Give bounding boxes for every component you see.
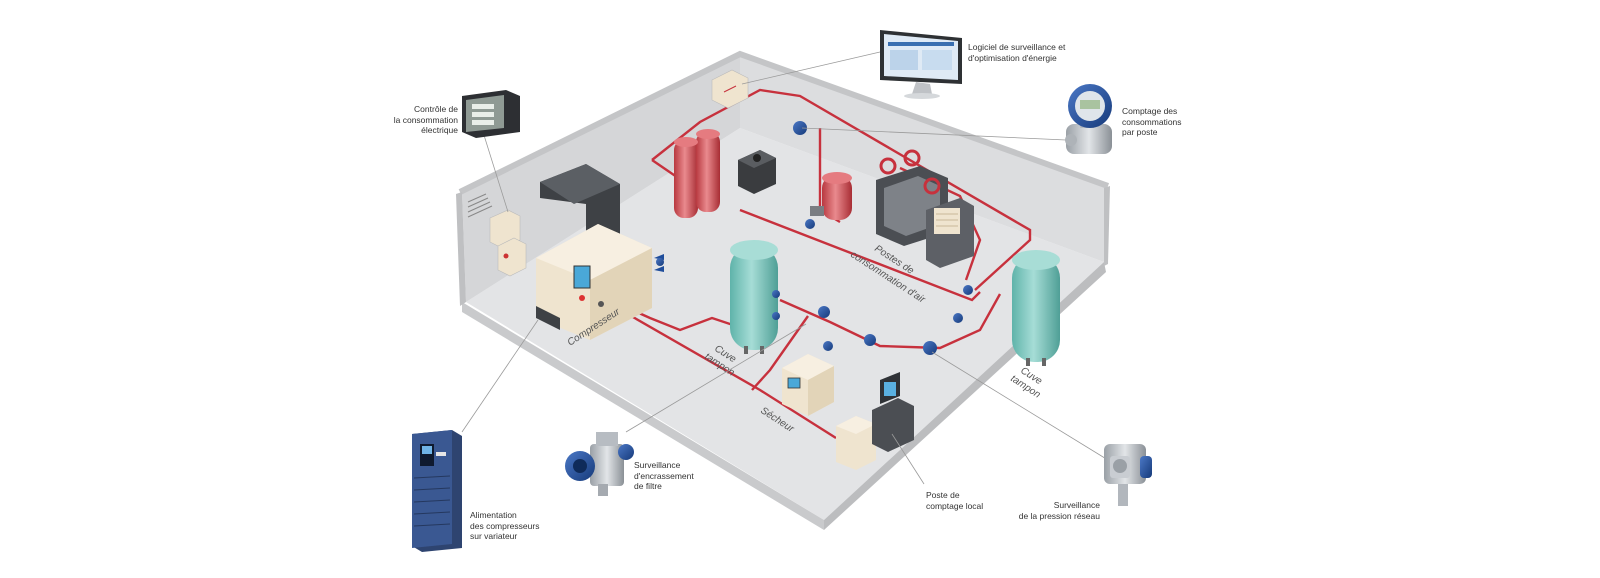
callout-power-line-1: Contrôle de xyxy=(414,104,458,114)
callout-software-line-2: d'optimisation d'énergie xyxy=(968,52,1057,63)
callout-drive-line-1: Alimentation xyxy=(470,510,517,520)
pipe-main-run xyxy=(739,208,981,302)
callout-software-line-1: Logiciel de surveillance et xyxy=(968,42,1066,52)
back-wall-edge xyxy=(1104,186,1110,266)
callout-drive-line-2: des compresseurs xyxy=(470,520,540,531)
local-metering-station xyxy=(836,372,914,470)
pipe-tank-to-dryer xyxy=(779,293,1002,350)
callout-local-line-1: Poste de xyxy=(926,490,960,500)
buffer-tank-right xyxy=(1012,250,1060,366)
buffer-tank-left xyxy=(730,240,778,354)
air-consumption-stations xyxy=(876,149,974,268)
filter-sensor-icon xyxy=(565,432,634,496)
wall-control-box xyxy=(711,69,749,109)
pipe-upper-loop xyxy=(651,88,1032,291)
callout-metering-per-station: Comptage des consommations par poste xyxy=(1122,106,1182,138)
callout-power-monitor: Contrôle de la consommation électrique xyxy=(386,104,458,136)
callout-local-line-2: comptage local xyxy=(926,500,984,511)
callout-drive-line-3: sur variateur xyxy=(470,531,518,541)
left-wall-edge xyxy=(456,192,466,306)
red-air-receivers xyxy=(674,129,720,218)
callout-pressure-line-1: Surveillance xyxy=(1053,500,1100,510)
callout-metering-line-2: consommations xyxy=(1122,116,1182,127)
black-filter-unit xyxy=(738,150,776,194)
variable-drive-icon xyxy=(412,430,462,552)
compressor xyxy=(536,164,664,340)
pipe-dryer-link xyxy=(751,315,809,391)
callout-local-metering: Poste de comptage local xyxy=(926,490,983,511)
inline-meters xyxy=(656,121,973,355)
wall-top-edge xyxy=(458,50,1110,195)
callout-power-line-3: électrique xyxy=(421,125,458,135)
callout-metering-line-1: Comptage des xyxy=(1122,106,1178,116)
electrical-cabinets xyxy=(489,209,527,277)
callout-pressure-line-2: de la pression réseau xyxy=(1018,510,1100,521)
red-buffer-tank xyxy=(810,172,852,220)
callout-metering-line-3: par poste xyxy=(1122,127,1158,137)
floor-edge-left xyxy=(462,302,824,530)
leader-lines xyxy=(461,51,1109,485)
callout-filter-monitor: Surveillance d'encrassement de filtre xyxy=(634,460,694,492)
pipe-front-run xyxy=(611,303,837,440)
dryer xyxy=(782,354,834,416)
callout-filter-line-1: Surveillance xyxy=(634,460,681,470)
monitor-icon xyxy=(880,30,962,99)
flow-meter-icon xyxy=(1065,84,1112,154)
callout-filter-line-3: de filtre xyxy=(634,481,662,491)
callout-power-line-2: la consommation xyxy=(393,114,458,125)
callout-variable-drive: Alimentation des compresseurs sur variat… xyxy=(470,510,539,542)
vent-grille xyxy=(467,193,493,218)
callout-software: Logiciel de surveillance et d'optimisati… xyxy=(968,42,1065,63)
back-wall xyxy=(740,56,1106,262)
pressure-sensor-icon xyxy=(1104,444,1152,506)
callout-pressure-monitor: Surveillance de la pression réseau xyxy=(1000,500,1100,521)
callout-filter-line-2: d'encrassement xyxy=(634,470,694,481)
power-meter-icon xyxy=(462,90,520,138)
